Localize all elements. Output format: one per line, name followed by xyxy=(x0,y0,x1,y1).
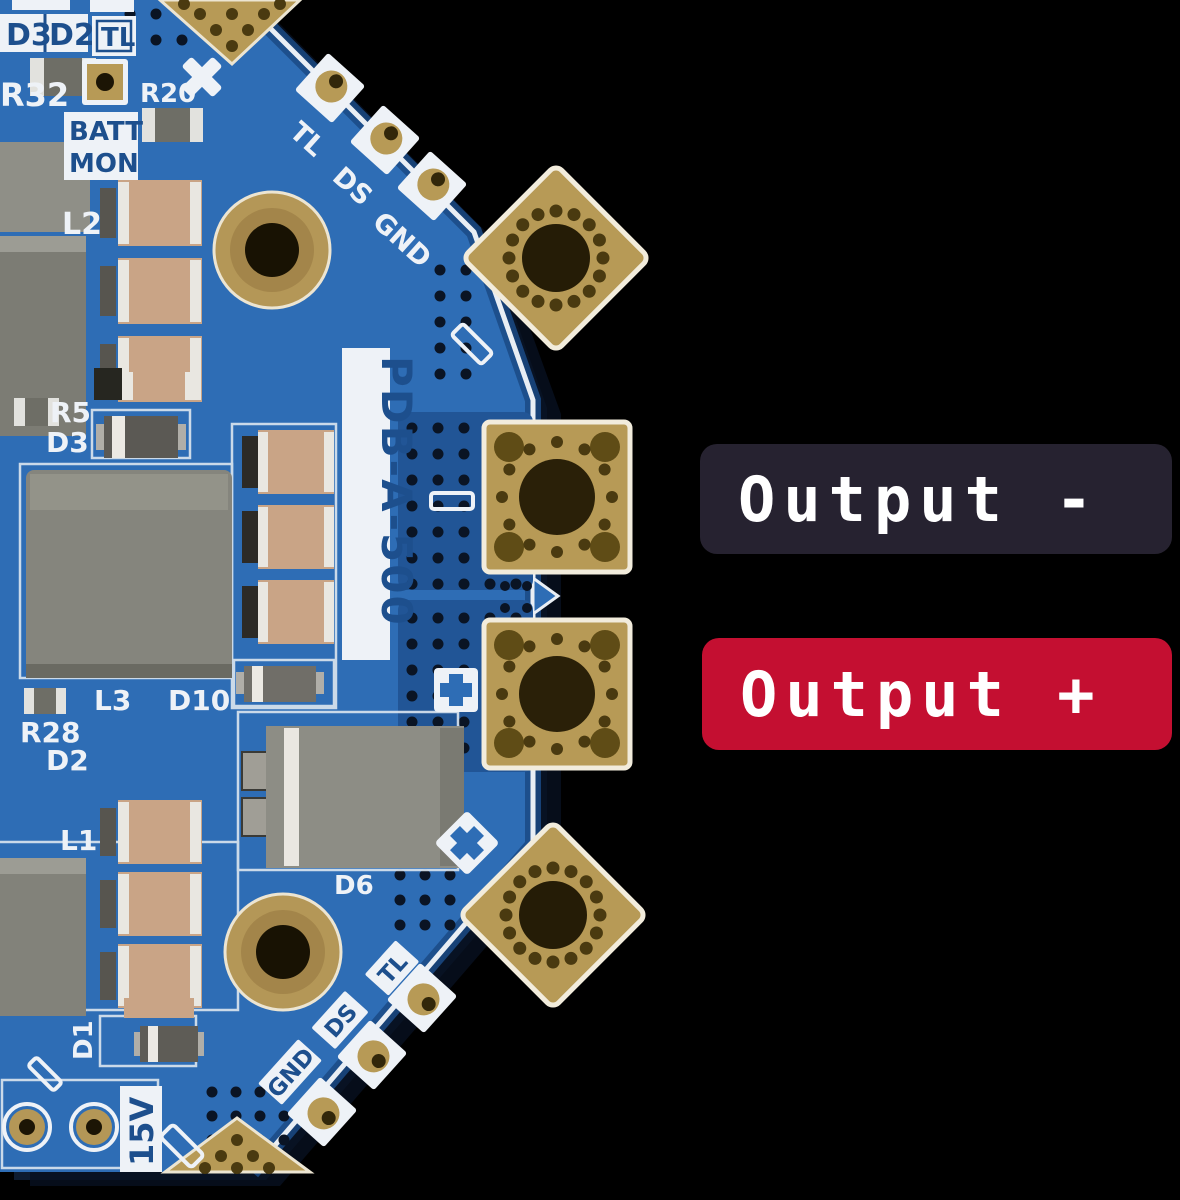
output-plus-label: Output + xyxy=(740,657,1103,731)
15v-pad xyxy=(2,1102,52,1152)
edge-label-tl-bottom: TL xyxy=(365,941,419,995)
inductor-l2 xyxy=(0,142,90,436)
capacitor-column xyxy=(242,430,334,644)
15v-pad xyxy=(69,1102,119,1152)
diode-d10 xyxy=(236,666,324,702)
edge-pad-ds-top xyxy=(350,105,420,175)
minus-mark xyxy=(429,491,475,511)
designator-d2: D2 xyxy=(49,18,95,53)
label-l3: L3 xyxy=(94,684,131,717)
output-plus-badge: Output + xyxy=(702,638,1172,750)
label-r32: R32 xyxy=(0,76,69,114)
edge-pad-tl-top xyxy=(295,53,365,123)
diode-d6 xyxy=(241,726,464,868)
edge-pad-ds-bottom xyxy=(337,1020,407,1090)
capacitor-component xyxy=(94,368,194,400)
corner-pad-bottom xyxy=(460,822,646,1008)
diode-d3 xyxy=(96,416,186,458)
svg-text:PDB-A-500: PDB-A-500 xyxy=(372,356,421,627)
via-dots xyxy=(500,581,532,613)
label-d10: D10 xyxy=(168,684,230,717)
svg-text:15V: 15V xyxy=(123,1096,161,1166)
minus-mark xyxy=(27,1056,63,1092)
resistor-r28 xyxy=(24,688,66,714)
resistor-r5 xyxy=(14,398,59,426)
label-r5: R5 xyxy=(50,396,91,429)
label-d6: D6 xyxy=(334,871,374,901)
designator-tl: TL xyxy=(101,23,135,53)
minus-mark xyxy=(450,322,494,366)
plus-mark xyxy=(182,57,222,97)
edge-tab xyxy=(531,575,561,617)
output-minus-badge: Output - xyxy=(700,444,1172,554)
label-d3: D3 xyxy=(46,426,89,459)
capacitor-component xyxy=(124,998,194,1018)
label-d2: D2 xyxy=(46,744,89,777)
svg-text:BATT: BATT xyxy=(69,117,143,147)
batt-mon-label: BATT MON xyxy=(64,112,143,180)
output-plus-solder-pad xyxy=(481,617,633,771)
resistor-r20 xyxy=(142,108,203,142)
diode-d1 xyxy=(134,1026,204,1062)
batt-mon-pad xyxy=(82,59,128,105)
mounting-hole-ring xyxy=(223,892,343,1012)
15v-label: 15V xyxy=(120,1086,162,1172)
edge-pad-tl-bottom xyxy=(387,963,457,1033)
capacitor-column xyxy=(100,800,202,1008)
inductor-l1 xyxy=(0,858,86,1016)
output-minus-solder-pad xyxy=(481,419,633,575)
label-l1: L1 xyxy=(60,824,97,857)
top-designator-strip: D3 D2 TL xyxy=(0,0,136,56)
board-name-label: PDB-A-500 xyxy=(342,348,421,660)
edge-pad-gnd-top xyxy=(397,151,467,221)
label-d1: D1 xyxy=(69,1020,99,1060)
label-l2: L2 xyxy=(62,207,102,242)
mounting-hole-ring xyxy=(212,190,332,310)
designator-d3: D3 xyxy=(6,18,52,53)
inductor-l3 xyxy=(26,470,232,678)
minus-mark xyxy=(159,1123,205,1169)
svg-text:MON: MON xyxy=(69,149,139,179)
corner-triangle-pad-top xyxy=(157,0,303,67)
edge-pad-gnd-bottom xyxy=(287,1077,357,1147)
plus-mark xyxy=(434,668,478,712)
label-r28: R28 xyxy=(20,716,81,749)
output-minus-label: Output - xyxy=(738,462,1101,536)
plus-mark xyxy=(436,812,498,874)
corner-pad-top xyxy=(463,165,649,351)
